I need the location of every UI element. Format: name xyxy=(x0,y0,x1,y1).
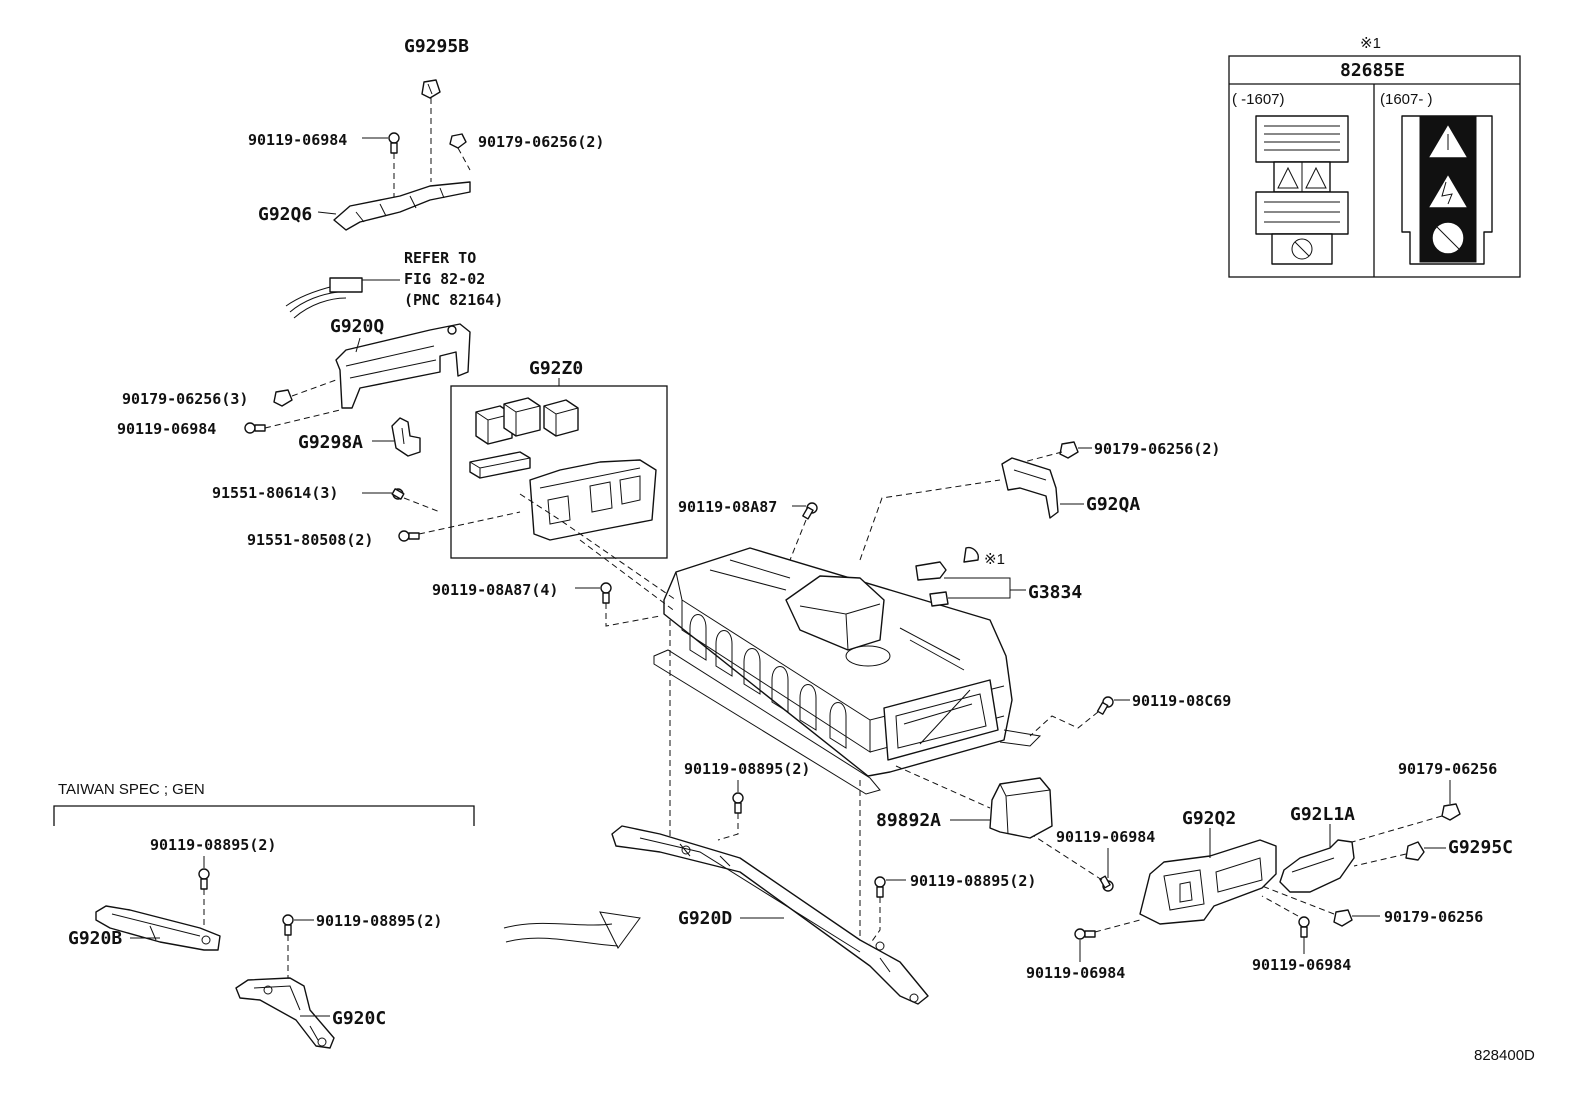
bolt-90119-06984-b[interactable] xyxy=(244,422,266,434)
relay-3[interactable] xyxy=(543,399,579,437)
bolt-90119-08895-b[interactable] xyxy=(874,876,886,898)
ref-x1-callout[interactable]: ※1 xyxy=(984,551,1005,568)
junction-block[interactable] xyxy=(529,459,657,541)
label-g92qa[interactable]: G92QA xyxy=(1086,494,1140,515)
screw-91551-80508[interactable] xyxy=(398,530,420,542)
label-90119-08c69[interactable]: 90119-08C69 xyxy=(1132,692,1231,710)
label-box-col-left: ( -1607) xyxy=(1232,91,1285,108)
caution-label-new xyxy=(1401,115,1493,265)
screw-91551-80614[interactable] xyxy=(391,488,405,500)
label-90179-06256-a[interactable]: 90179-06256 xyxy=(1398,760,1497,778)
g9298a-bracket[interactable] xyxy=(391,417,421,457)
bolt-90119-08c69[interactable] xyxy=(1096,696,1114,715)
label-box-part-number[interactable]: 82685E xyxy=(1340,60,1405,81)
label-g9295c[interactable]: G9295C xyxy=(1448,837,1513,858)
label-90119-08895-2d[interactable]: 90119-08895(2) xyxy=(316,912,442,930)
label-90119-08895-2b[interactable]: 90119-08895(2) xyxy=(910,872,1036,890)
label-g920d[interactable]: G920D xyxy=(678,908,732,929)
label-g92q6[interactable]: G92Q6 xyxy=(258,204,312,225)
label-89892a[interactable]: 89892A xyxy=(876,810,941,831)
label-g9298a[interactable]: G9298A xyxy=(298,432,363,453)
label-90179-06256-3[interactable]: 90179-06256(3) xyxy=(122,390,248,408)
label-90119-06984-c[interactable]: 90119-06984 xyxy=(1056,828,1155,846)
label-90119-06984-b[interactable]: 90119-06984 xyxy=(117,420,216,438)
g9295c-clip[interactable] xyxy=(1405,841,1425,861)
g92q2-bracket[interactable] xyxy=(1139,839,1277,925)
label-g92l1a[interactable]: G92L1A xyxy=(1290,804,1355,825)
label-g92q2[interactable]: G92Q2 xyxy=(1182,808,1236,829)
label-90119-08895-2c[interactable]: 90119-08895(2) xyxy=(150,836,276,854)
g9295b-clip[interactable] xyxy=(421,79,441,99)
nut-90179-06256-d[interactable] xyxy=(1333,909,1353,927)
wire-harness[interactable] xyxy=(285,277,363,319)
nut-90179-06256-c[interactable] xyxy=(1441,803,1461,821)
g92l1a-bracket[interactable] xyxy=(1279,839,1355,893)
hv-battery-assembly[interactable] xyxy=(653,547,1042,795)
g920q-bracket[interactable] xyxy=(335,323,471,409)
fuse-holder[interactable] xyxy=(469,451,531,479)
g92q6-bracket[interactable] xyxy=(333,181,471,231)
label-g920q[interactable]: G920Q xyxy=(330,316,384,337)
relay-2[interactable] xyxy=(503,397,541,437)
bolt-90119-08895-a[interactable] xyxy=(732,792,744,814)
nut-90179-06256-b[interactable] xyxy=(1059,441,1079,459)
bolt-90119-06984-d[interactable] xyxy=(1074,928,1096,940)
bolt-90119-06984-e[interactable] xyxy=(1298,916,1310,938)
bolt-90119-06984-c[interactable] xyxy=(1099,875,1114,892)
taiwan-spec-bracket xyxy=(53,805,475,826)
label-g9295b[interactable]: G9295B xyxy=(404,36,469,57)
label-90119-08895-2a[interactable]: 90119-08895(2) xyxy=(684,760,810,778)
g920c-member[interactable] xyxy=(235,977,335,1049)
bolt-90119-06984-a[interactable] xyxy=(388,132,400,154)
nut-90179-06256-a[interactable] xyxy=(449,133,467,149)
g92qa-bracket[interactable] xyxy=(1001,457,1059,519)
bolt-90119-08895-d[interactable] xyxy=(282,914,294,936)
ecu-89892a[interactable] xyxy=(989,777,1053,839)
refer-line-3: (PNC 82164) xyxy=(404,291,503,309)
label-91551-80508-2[interactable]: 91551-80508(2) xyxy=(247,531,373,549)
g920d-cross-member[interactable] xyxy=(611,825,929,1005)
diagram-id: 828400D xyxy=(1474,1047,1535,1064)
label-90119-06984-d[interactable]: 90119-06984 xyxy=(1026,964,1125,982)
label-90179-06256-b[interactable]: 90179-06256 xyxy=(1384,908,1483,926)
label-box-82685e[interactable] xyxy=(1228,55,1521,278)
label-90179-06256-2b[interactable]: 90179-06256(2) xyxy=(1094,440,1220,458)
label-g92z0[interactable]: G92Z0 xyxy=(529,358,583,379)
label-90179-06256-2a[interactable]: 90179-06256(2) xyxy=(478,133,604,151)
bolt-90119-08a87[interactable] xyxy=(802,502,818,520)
label-90119-08a87[interactable]: 90119-08A87 xyxy=(678,498,777,516)
caution-label-old xyxy=(1255,115,1349,265)
label-90119-08a87-4[interactable]: 90119-08A87(4) xyxy=(432,581,558,599)
nut-90179-06256-3[interactable] xyxy=(273,389,293,407)
direction-arrow xyxy=(503,911,641,949)
refer-line-1: REFER TO xyxy=(404,249,476,267)
label-box-ref: ※1 xyxy=(1360,35,1381,52)
label-90119-06984-a[interactable]: 90119-06984 xyxy=(248,131,347,149)
label-box-col-right: (1607- ) xyxy=(1380,91,1433,108)
refer-line-2: FIG 82-02 xyxy=(404,270,485,288)
label-g920b[interactable]: G920B xyxy=(68,928,122,949)
label-g920c[interactable]: G920C xyxy=(332,1008,386,1029)
label-91551-80614-3[interactable]: 91551-80614(3) xyxy=(212,484,338,502)
g3834-connector[interactable] xyxy=(915,561,949,607)
label-g3834[interactable]: G3834 xyxy=(1028,582,1082,603)
bolt-90119-08895-c[interactable] xyxy=(198,868,210,890)
taiwan-spec-heading: TAIWAN SPEC ; GEN xyxy=(58,781,205,798)
label-90119-06984-e[interactable]: 90119-06984 xyxy=(1252,956,1351,974)
bolt-90119-08a87-4[interactable] xyxy=(600,582,612,604)
label-x1-marker[interactable] xyxy=(963,546,980,563)
